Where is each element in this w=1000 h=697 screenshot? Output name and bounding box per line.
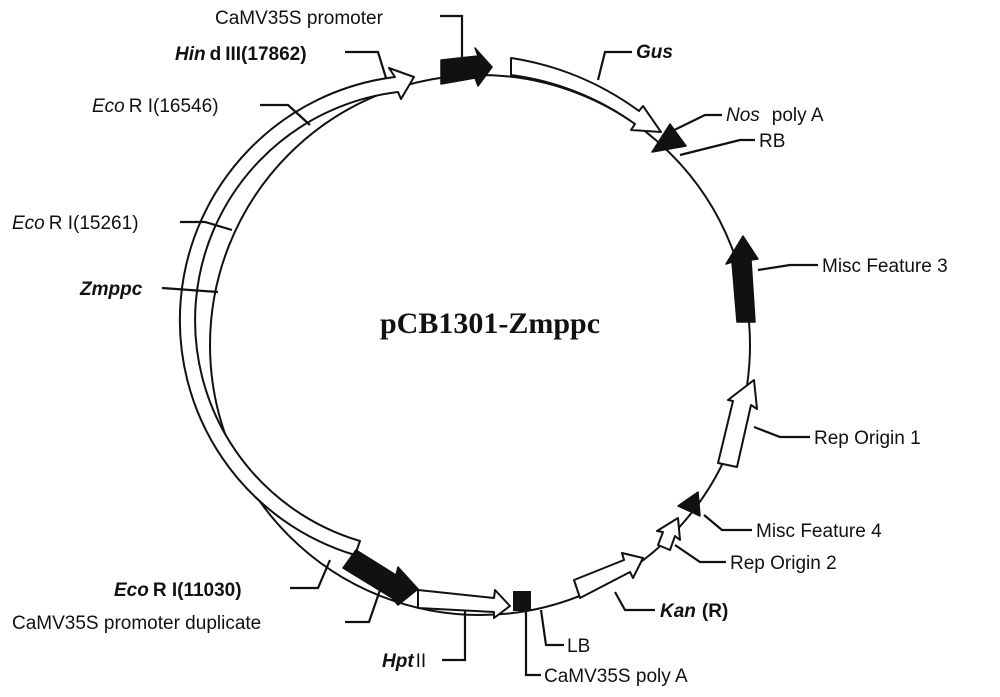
rep-origin-1-label: Rep Origin 1 bbox=[814, 428, 921, 449]
lb-label: LB bbox=[567, 636, 590, 657]
rep-origin-2-label: Rep Origin 2 bbox=[730, 553, 837, 574]
gus-feature-arrow bbox=[510, 57, 662, 133]
camv35s-polya-label: CaMV35S poly A bbox=[544, 666, 688, 687]
rep-origin-1-arrow bbox=[717, 379, 758, 468]
kan-r-label: Kan(R) bbox=[660, 601, 728, 622]
misc-feature-4-marker bbox=[677, 491, 701, 517]
misc-feature-3-arrow bbox=[725, 235, 759, 323]
nos-polya-marker bbox=[651, 123, 687, 153]
camv35s-promoter-label: CaMV35S promoter bbox=[215, 8, 384, 29]
kan-feature-arrow bbox=[573, 552, 644, 599]
gus-label: Gus bbox=[636, 42, 673, 63]
camv35s-promoter-duplicate-arrow bbox=[342, 549, 419, 606]
misc-feature-4-label: Misc Feature 4 bbox=[756, 521, 882, 542]
camv35s-promoter-arrow bbox=[440, 47, 493, 87]
hpt-feature-arrow bbox=[417, 589, 511, 619]
misc-feature-3-label: Misc Feature 3 bbox=[822, 256, 948, 277]
rep-origin-2-arrow bbox=[656, 517, 681, 551]
leader-lines bbox=[161, 14, 818, 677]
camv35s-promoter-duplicate-label: CaMV35S promoter duplicate bbox=[12, 613, 261, 634]
zmppc-feature-arrow bbox=[178, 67, 415, 556]
camv35s-polya-marker bbox=[513, 591, 531, 611]
zmppc-label: Zmppc bbox=[79, 279, 143, 300]
rb-label: RB bbox=[759, 131, 785, 152]
plasmid-title: pCB1301-Zmppc bbox=[380, 307, 600, 340]
